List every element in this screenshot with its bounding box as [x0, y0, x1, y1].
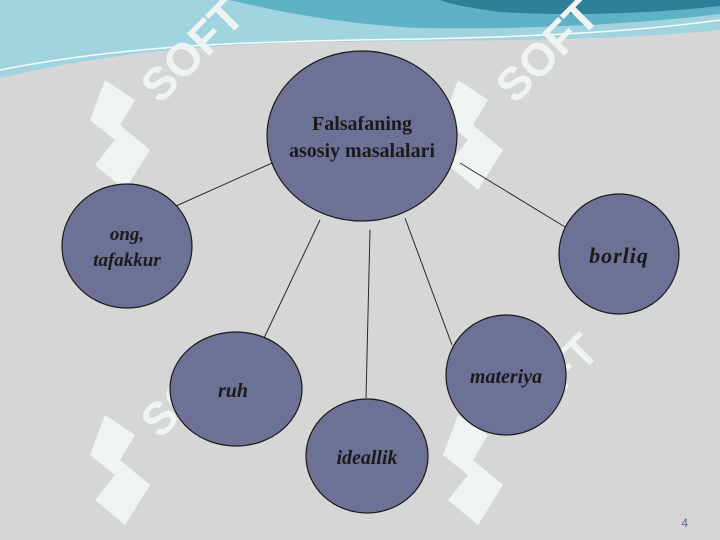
- ruh-label: ruh: [217, 380, 249, 402]
- ideallik-label: ideallik: [336, 447, 398, 469]
- connectors: [175, 162, 571, 399]
- center-label-line2: asosiy masalalari: [288, 140, 436, 162]
- connector-borliq: [459, 162, 571, 231]
- watermark-logo: [443, 415, 503, 525]
- watermark-logo: [90, 80, 150, 190]
- center-node: [266, 50, 458, 222]
- node-ideallik: [305, 398, 429, 514]
- materiya-label: materiya: [469, 366, 543, 388]
- node-borliq: [558, 193, 680, 315]
- connector-ruh: [263, 219, 321, 339]
- connector-materiya: [404, 217, 453, 346]
- header-wave: [0, 0, 720, 78]
- node-materiya: [445, 314, 567, 436]
- connector-ideallik: [365, 229, 371, 399]
- node-ong-tafakkur: [61, 183, 193, 309]
- center-label: Falsafaning asosiy masalalari: [262, 111, 462, 165]
- watermark-logo: [443, 80, 503, 190]
- node-ruh: [169, 331, 303, 447]
- nodes: [61, 50, 680, 514]
- ong-label-line1: ong,: [109, 224, 145, 245]
- watermark-logo: [90, 415, 150, 525]
- center-label-line1: Falsafaning: [311, 113, 413, 135]
- connector-ong: [175, 162, 273, 207]
- page-number: 4: [681, 516, 688, 530]
- ong-label-line2: tafakkur: [93, 249, 161, 271]
- borliq-label: borliq: [589, 243, 649, 268]
- ong-tafakkur-label: ong, tafakkur: [62, 222, 192, 273]
